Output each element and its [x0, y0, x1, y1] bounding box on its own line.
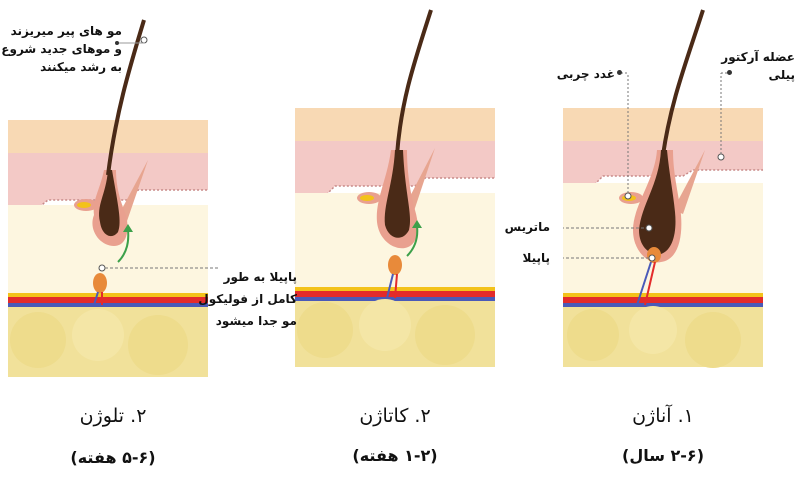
telogen-panel: [8, 0, 218, 380]
arrector-pili-label: عضله آرکتور پیلی: [721, 50, 795, 82]
matrix-label: ماتریس: [504, 220, 550, 234]
catagen-panel: [295, 0, 505, 380]
papilla-label: پاپیلا: [522, 251, 550, 265]
stage-duration-anagen: (۲-۶ سال): [622, 446, 704, 465]
sebaceous-gland-label: غدد چربی: [556, 67, 615, 81]
stage-title-telogen: ۲. تلوژن: [79, 405, 147, 427]
old-hair-label: مو های پیر میریزند و موهای جدید شروع به …: [1, 24, 122, 74]
sebaceous-gland-dot: [617, 70, 622, 75]
old-hair-leader: [115, 41, 145, 45]
catagen-illustration: [295, 9, 495, 367]
anagen-panel: [563, 0, 773, 380]
arrector-pili-dot: [727, 70, 732, 75]
telogen-illustration: [8, 19, 218, 377]
stage-title-anagen: ۱. آناژن: [632, 405, 694, 427]
stage-title-catagen: ۲. کاتاژن: [359, 405, 431, 427]
anagen-illustration: [563, 9, 763, 368]
stage-duration-catagen: (۱-۲ هفته): [352, 446, 438, 465]
papilla-detach-label: پاپیلا به طور کامل از فولیکول مو جدا میش…: [198, 270, 297, 328]
stage-duration-telogen: (۵-۶ هفته): [70, 448, 156, 467]
